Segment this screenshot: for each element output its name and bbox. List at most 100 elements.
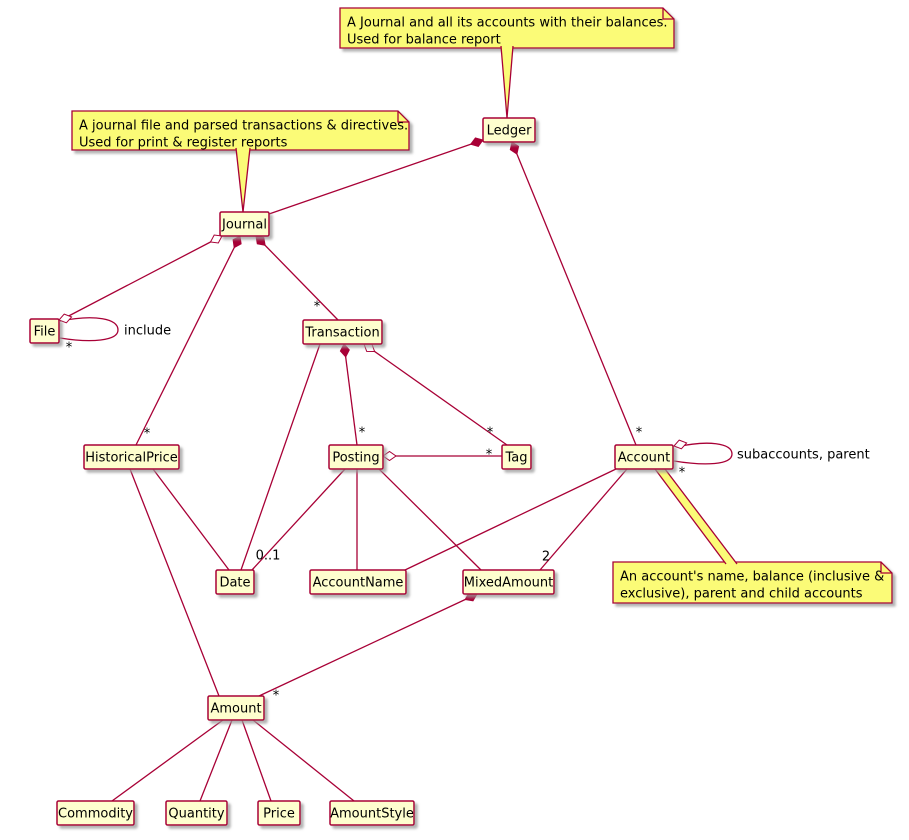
note-text: exclusive), parent and child accounts bbox=[620, 587, 863, 602]
edge-line bbox=[343, 343, 358, 446]
self-loop-path bbox=[673, 442, 733, 465]
class-node-tag: Tag bbox=[501, 444, 532, 470]
filled-diamond-icon bbox=[232, 235, 242, 249]
class-node-journal: Journal bbox=[219, 211, 270, 237]
note-pointer-side bbox=[654, 468, 727, 565]
edge-journal-transaction: * bbox=[255, 235, 339, 321]
multiplicity-label: * bbox=[359, 426, 366, 441]
class-node-accountname: AccountName bbox=[309, 569, 407, 595]
class-node-label: Commodity bbox=[58, 807, 133, 822]
multiplicity-label: * bbox=[679, 466, 686, 481]
multiplicity-label: * bbox=[273, 689, 280, 704]
filled-diamond-icon bbox=[255, 235, 266, 246]
note-pointer bbox=[236, 148, 250, 212]
hollow-diamond-icon bbox=[58, 313, 73, 324]
multiplicity-label: include bbox=[124, 324, 171, 339]
self-loop-path bbox=[59, 317, 119, 342]
class-node-date: Date bbox=[215, 569, 255, 595]
edge-posting-mixedamount bbox=[378, 468, 482, 571]
class-node-file: File bbox=[29, 318, 60, 344]
class-node-box bbox=[501, 444, 532, 470]
edge-line bbox=[251, 468, 346, 571]
class-node-label: Ledger bbox=[487, 124, 533, 139]
note-pointer-side bbox=[506, 45, 514, 119]
note-pointer-side bbox=[664, 468, 738, 565]
class-node-box bbox=[482, 117, 536, 143]
class-node-box bbox=[83, 444, 180, 470]
class-node-box bbox=[302, 319, 383, 345]
class-node-box bbox=[614, 444, 674, 470]
note-pointer-side bbox=[235, 147, 244, 213]
class-node-box bbox=[165, 800, 228, 826]
multiplicity-label: subaccounts, parent bbox=[737, 448, 870, 463]
note-journal: A journal file and parsed transactions &… bbox=[71, 110, 410, 213]
edge-mixedamount-amount: * bbox=[258, 592, 478, 704]
multiplicity-label: 0..1 bbox=[256, 549, 281, 564]
class-node-label: Quantity bbox=[168, 807, 224, 822]
class-node-label: File bbox=[34, 325, 56, 340]
class-node-box bbox=[329, 800, 415, 826]
note-text: A journal file and parsed transactions &… bbox=[79, 119, 408, 134]
hollow-diamond-icon bbox=[363, 343, 376, 353]
edge-journal-file bbox=[60, 234, 223, 321]
class-node-mixedamount: MixedAmount bbox=[462, 569, 555, 595]
multiplicity-label: * bbox=[487, 426, 494, 441]
edge-transaction-posting: * bbox=[339, 343, 366, 446]
note-account: An account's name, balance (inclusive & e… bbox=[612, 468, 893, 604]
note-body bbox=[71, 110, 410, 151]
edge-line bbox=[241, 719, 272, 802]
class-node-transaction: Transaction bbox=[302, 319, 383, 345]
self-loop-file-include: include* bbox=[58, 313, 171, 356]
class-node-box bbox=[56, 800, 135, 826]
class-node-commodity: Commodity bbox=[56, 800, 135, 826]
note-ledger: A Journal and all its accounts with thei… bbox=[339, 7, 675, 119]
note-pointer bbox=[655, 469, 737, 564]
class-node-box bbox=[462, 569, 555, 595]
edge-journal-historicalprice: * bbox=[135, 235, 242, 446]
hollow-diamond-icon bbox=[673, 439, 688, 450]
multiplicity-label: * bbox=[636, 426, 643, 441]
class-node-label: Account bbox=[618, 451, 671, 466]
class-node-label: Date bbox=[219, 576, 250, 591]
class-node-box bbox=[29, 318, 60, 344]
edge-amount-quantity bbox=[199, 719, 233, 802]
edge-transaction-tag: * bbox=[363, 343, 508, 446]
filled-diamond-icon bbox=[339, 343, 350, 358]
class-node-box bbox=[207, 695, 265, 721]
edge-line bbox=[258, 593, 478, 697]
class-node-label: Amount bbox=[210, 702, 261, 717]
class-node-ledger: Ledger bbox=[482, 117, 536, 143]
edge-line bbox=[539, 468, 628, 571]
edge-line bbox=[240, 343, 321, 571]
edge-line bbox=[378, 468, 482, 571]
edge-amount-commodity bbox=[111, 719, 224, 802]
edge-line bbox=[255, 235, 339, 321]
hollow-diamond-icon bbox=[209, 234, 223, 244]
multiplicity-label: * bbox=[486, 448, 493, 463]
edge-account-mixedamount: 2 bbox=[539, 468, 628, 571]
edge-line bbox=[199, 719, 233, 802]
edge-ledger-journal bbox=[268, 137, 484, 215]
note-pointer bbox=[501, 46, 513, 118]
note-text: An account's name, balance (inclusive & bbox=[620, 570, 884, 585]
edge-line bbox=[111, 719, 224, 802]
edge-historicalprice-amount bbox=[129, 468, 220, 697]
class-node-posting: Posting bbox=[328, 444, 384, 470]
note-text: Used for balance report bbox=[347, 33, 501, 48]
edge-line bbox=[152, 468, 230, 571]
class-node-label: AmountStyle bbox=[330, 807, 414, 822]
multiplicity-label: * bbox=[144, 427, 151, 442]
multiplicity-label: 2 bbox=[542, 550, 550, 565]
class-node-label: Tag bbox=[504, 451, 527, 466]
note-pointer-side bbox=[500, 45, 508, 119]
note-fold-icon bbox=[662, 8, 674, 20]
class-node-box bbox=[257, 800, 301, 826]
class-node-label: Journal bbox=[221, 218, 267, 233]
self-loop-account-subaccounts: subaccounts, parent * bbox=[673, 439, 870, 481]
filled-diamond-icon bbox=[469, 137, 484, 147]
note-pointer-side bbox=[242, 147, 251, 213]
edge-line bbox=[404, 468, 617, 571]
edge-line bbox=[268, 139, 484, 215]
